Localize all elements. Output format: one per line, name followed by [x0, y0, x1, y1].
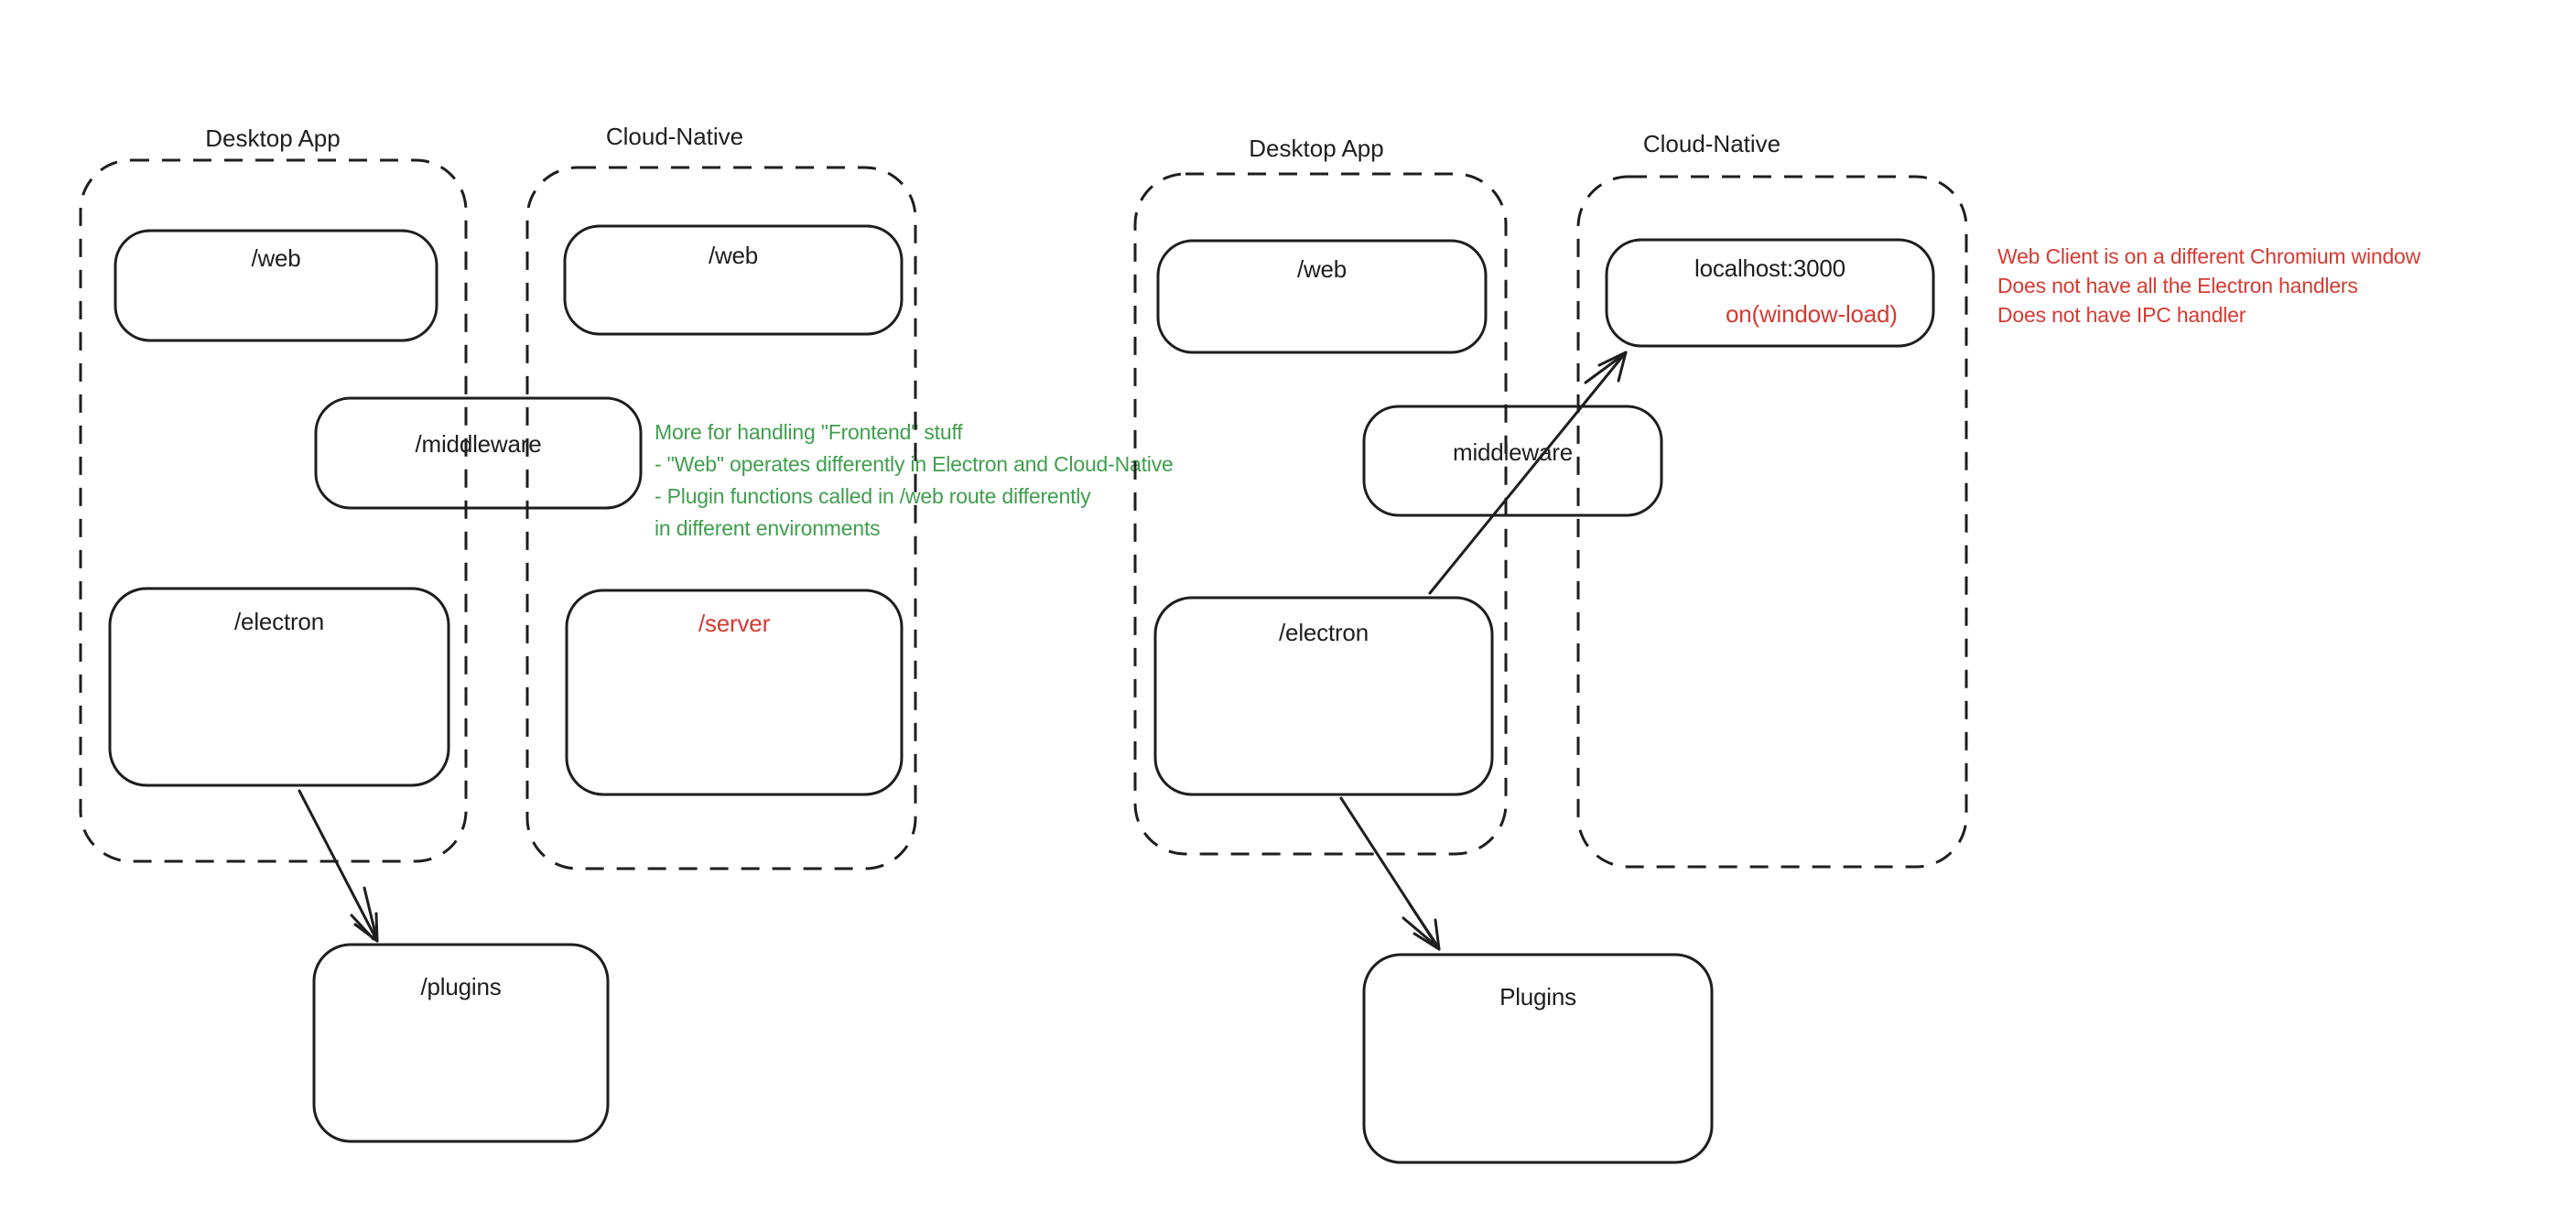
red-annotation-line: Does not have all the Electron handlers	[1997, 274, 2358, 297]
plugins-box-right[interactable]	[1362, 953, 1714, 1164]
green-annotation: More for handling "Frontend" stuff - "We…	[655, 416, 1174, 545]
web-label-left-cloud: /web	[708, 242, 759, 269]
electron-box-right[interactable]	[1153, 596, 1494, 796]
window-load-label-right: on(window-load)	[1726, 300, 1898, 328]
middleware-label-left: /middleware	[415, 430, 542, 458]
red-annotation-line: Does not have IPC handler	[1997, 303, 2246, 327]
green-annotation-line: - "Web" operates differently in Electron…	[655, 452, 1174, 476]
web-box-right-desktop[interactable]	[1156, 239, 1488, 354]
plugins-box-left[interactable]	[312, 943, 610, 1143]
group-title-cloud-native-left: Cloud-Native	[605, 123, 744, 150]
middleware-box-right[interactable]	[1362, 405, 1663, 517]
arrow-electron-to-plugins-left[interactable]	[298, 789, 379, 943]
arrow-electron-to-localhost-right[interactable]	[1428, 351, 1628, 595]
red-annotation: Web Client is on a different Chromium wi…	[1997, 242, 2420, 330]
group-title-desktop-app-right: Desktop App	[1249, 135, 1384, 162]
green-annotation-line: More for handling "Frontend" stuff	[655, 420, 963, 444]
web-label-right-desktop: /web	[1296, 255, 1348, 283]
group-title-cloud-native-right: Cloud-Native	[1642, 130, 1781, 157]
desktop-app-container-left[interactable]	[79, 158, 468, 863]
localhost-box-right[interactable]	[1605, 238, 1935, 348]
web-box-left-desktop[interactable]	[114, 229, 438, 342]
arrow-electron-to-plugins-right[interactable]	[1339, 796, 1441, 951]
server-label-left: /server	[698, 610, 771, 637]
web-box-left-cloud[interactable]	[563, 224, 904, 336]
web-label-left-desktop: /web	[251, 244, 301, 272]
cloud-native-container-left[interactable]	[525, 166, 917, 870]
cloud-native-container-right[interactable]	[1576, 175, 1968, 869]
red-annotation-line: Web Client is on a different Chromium wi…	[1997, 244, 2421, 268]
electron-label-left: /electron	[234, 608, 324, 635]
electron-label-right: /electron	[1279, 619, 1369, 646]
localhost-label-right: localhost:3000	[1694, 254, 1845, 282]
server-box-left[interactable]	[565, 589, 904, 796]
electron-box-left[interactable]	[108, 587, 450, 787]
green-annotation-line: in different environments	[655, 516, 881, 540]
middleware-box-left[interactable]	[314, 396, 643, 510]
green-annotation-line: - Plugin functions called in /web route …	[655, 484, 1091, 508]
group-title-desktop-app-left: Desktop App	[205, 124, 341, 152]
plugins-label-left: /plugins	[420, 973, 502, 1000]
plugins-label-right: Plugins	[1499, 983, 1576, 1010]
